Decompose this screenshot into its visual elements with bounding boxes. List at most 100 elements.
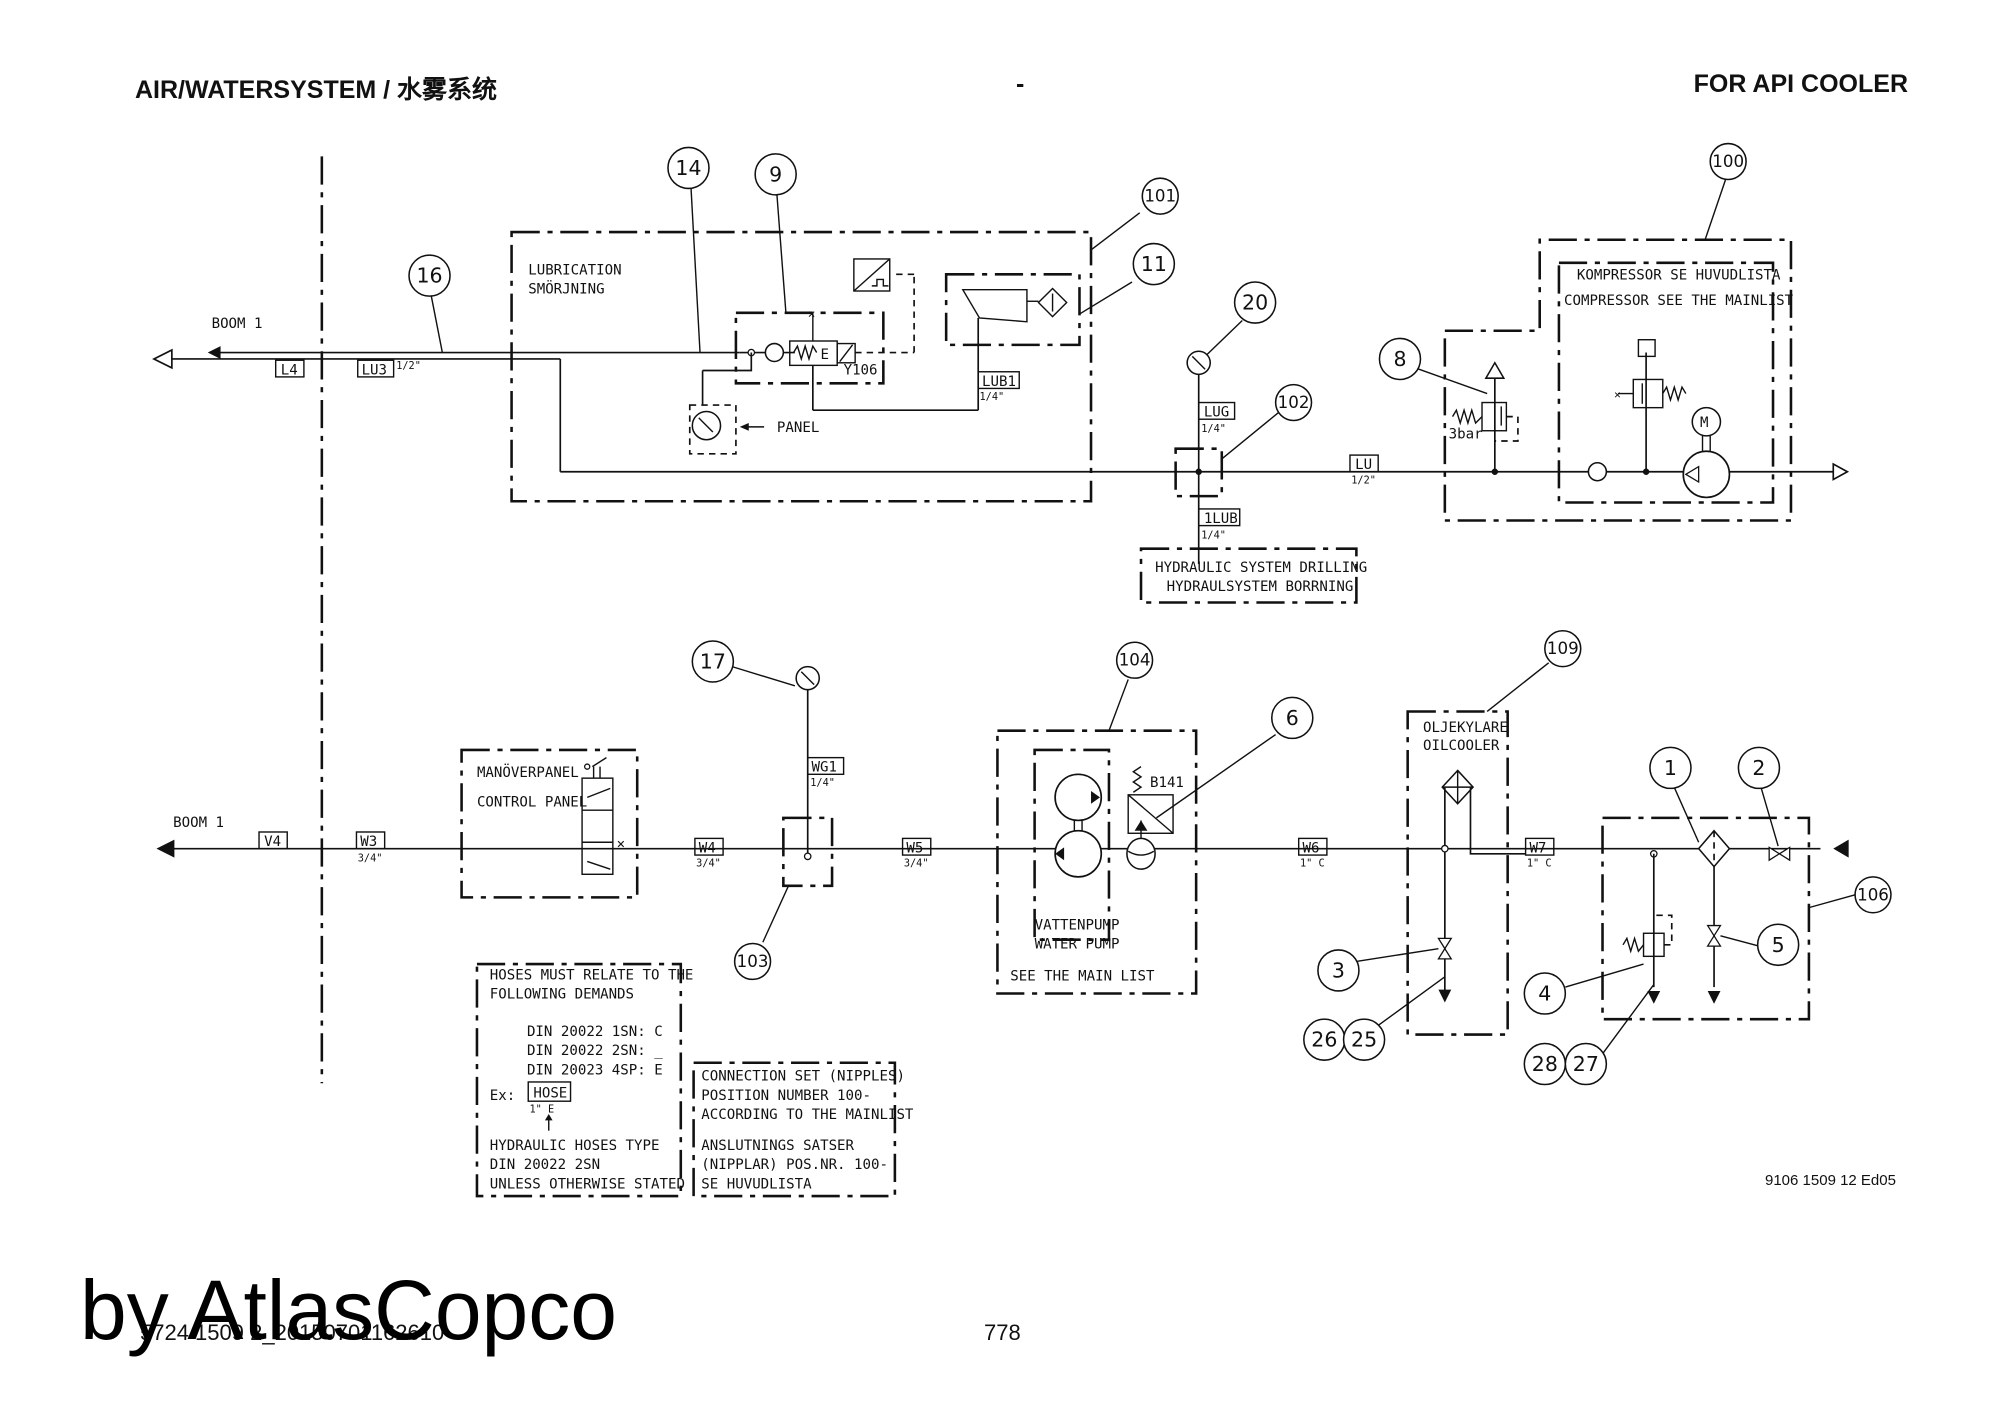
- balloon: 109: [1544, 629, 1582, 668]
- compressor-box: [1557, 261, 1775, 504]
- balloon: 26: [1303, 1018, 1346, 1061]
- svg-text:3/4": 3/4": [696, 858, 721, 870]
- svg-text:1/2": 1/2": [1351, 474, 1376, 486]
- control-panel-box: [460, 748, 639, 899]
- drain-valve-icon: [1706, 924, 1722, 938]
- balloon: 20: [1233, 281, 1277, 324]
- drain-icon: [1438, 989, 1452, 1003]
- balloon: 28: [1523, 1042, 1567, 1086]
- control-panel-label-2: CONTROL PANEL: [477, 794, 587, 810]
- balloon: 1: [1649, 746, 1692, 790]
- svg-text:M: M: [1700, 415, 1709, 431]
- svg-text:17: 17: [700, 649, 726, 673]
- water-pump-label-2: WATER PUMP: [1035, 937, 1120, 953]
- hoses-note-line: HYDRAULIC HOSES TYPE: [490, 1138, 660, 1154]
- balloon: 102: [1274, 383, 1313, 422]
- compressor-label-2: COMPRESSOR SEE THE MAINLIST: [1564, 293, 1794, 309]
- boom-label-water: BOOM 1: [173, 815, 224, 831]
- svg-text:1/4": 1/4": [1201, 423, 1226, 435]
- oil-cooler-label-2: OILCOOLER: [1423, 738, 1500, 754]
- example-hose-tag: [527, 1081, 572, 1102]
- example-label: Ex:: [490, 1088, 515, 1104]
- hoses-note-line: FOLLOWING DEMANDS: [490, 987, 634, 1003]
- solenoid-valve-icon: [789, 340, 838, 367]
- svg-text:LUB1: LUB1: [982, 374, 1016, 390]
- hoses-note-line: DIN 20022 1SN: C: [527, 1024, 663, 1040]
- solenoid-tag: Y106: [844, 362, 878, 378]
- svg-text:1/2": 1/2": [396, 360, 421, 372]
- page-title: AIR/WATERSYSTEM / 水雾系统: [135, 76, 498, 104]
- svg-text:×: ×: [1614, 388, 1621, 402]
- hose-tag-lu: LU 1/2": [1349, 454, 1379, 486]
- check-valve-icon: [764, 342, 785, 363]
- lubrication-subtitle: SMÖRJNING: [528, 280, 604, 298]
- oil-cooler-label-1: OLJEKYLARE: [1423, 720, 1508, 736]
- hose-tag-lub1: LUB1 1/4": [977, 371, 1020, 403]
- water-pump-label-1: VATTENPUMP: [1035, 917, 1120, 933]
- water-pump-box: [1033, 748, 1111, 941]
- svg-text:1LUB: 1LUB: [1204, 511, 1238, 527]
- outlet-arrow-icon: [152, 348, 173, 370]
- lubrication-unit-box: [510, 230, 1093, 503]
- svg-text:5: 5: [1772, 933, 1785, 957]
- hose-tag-w7: W7 1" C: [1524, 837, 1555, 870]
- balloon: 16: [408, 254, 451, 297]
- svg-text:1" C: 1" C: [1300, 858, 1325, 870]
- hose-tag-wg1: WG1 1/4": [807, 756, 845, 789]
- svg-text:LU: LU: [1355, 457, 1372, 473]
- svg-text:W6: W6: [1303, 841, 1320, 857]
- svg-text:103: 103: [737, 952, 769, 971]
- connection-note-line: ANSLUTNINGS SATSER: [701, 1138, 854, 1154]
- svg-text:6: 6: [1286, 706, 1299, 730]
- hose-tag-v4: V4: [258, 831, 288, 850]
- svg-text:W7: W7: [1529, 841, 1546, 857]
- svg-text:3: 3: [1332, 958, 1345, 982]
- inlet-arrow-icon: [1832, 462, 1850, 481]
- arrow-icon: [207, 346, 221, 359]
- filter-unit-box: [1601, 816, 1811, 1021]
- svg-text:101: 101: [1144, 187, 1176, 206]
- compressor-unit-outline: [1443, 238, 1793, 522]
- balloon: 6: [1271, 696, 1314, 740]
- inlet-arrow-icon: [1833, 839, 1849, 858]
- hoses-note-line: DIN 20022 2SN: [490, 1157, 600, 1173]
- svg-text:1/4": 1/4": [979, 391, 1004, 403]
- hose-tag-w5: W5 3/4": [901, 837, 932, 870]
- svg-text:16: 16: [416, 264, 442, 288]
- hose-tag-w3: W3 3/4": [355, 831, 386, 864]
- safety-valve-icon: [1632, 378, 1664, 409]
- svg-text:20: 20: [1242, 291, 1268, 315]
- balloon: 8: [1378, 337, 1422, 381]
- pressure-switch-icon: [1127, 794, 1174, 834]
- svg-text:3/4": 3/4": [904, 858, 929, 870]
- file-identifier: 5724 1509 2_20150701162610: [140, 1320, 445, 1345]
- outlet-arrow-icon: [156, 839, 175, 858]
- svg-text:1" E: 1" E: [530, 1104, 555, 1116]
- connection-note-box: [692, 1061, 897, 1198]
- boom-label-air: BOOM 1: [212, 316, 263, 332]
- watermark: by AtlasCopco: [80, 1263, 617, 1357]
- svg-text:100: 100: [1712, 152, 1744, 171]
- svg-text:25: 25: [1351, 1028, 1377, 1052]
- svg-text:LU3: LU3: [362, 362, 387, 378]
- connection-note-line: CONNECTION SET (NIPPLES): [701, 1069, 905, 1085]
- svg-text:W4: W4: [699, 841, 716, 857]
- svg-text:×: ×: [808, 307, 816, 322]
- svg-text:×: ×: [617, 837, 626, 853]
- svg-text:WG1: WG1: [812, 760, 837, 776]
- hoses-note-line: UNLESS OTHERWISE STATED: [490, 1176, 685, 1192]
- connection-note-line: (NIPPLAR) POS.NR. 100-: [701, 1157, 888, 1173]
- svg-text:2: 2: [1752, 756, 1765, 780]
- svg-text:W5: W5: [906, 841, 923, 857]
- water-pump-label-3: SEE THE MAIN LIST: [1010, 969, 1155, 985]
- hose-tag-1lub: 1LUB 1/4": [1197, 508, 1241, 541]
- balloon: 2: [1737, 746, 1781, 790]
- leader-lines: [430, 179, 1856, 1055]
- lube-pump-icon: [961, 289, 1028, 323]
- svg-text:11: 11: [1141, 252, 1167, 276]
- svg-text:14: 14: [675, 156, 701, 180]
- svg-text:8: 8: [1393, 347, 1406, 371]
- hose-tag-lu3: LU3 1/2": [357, 359, 421, 378]
- hoses-note-line: DIN 20022 2SN: _: [527, 1043, 663, 1059]
